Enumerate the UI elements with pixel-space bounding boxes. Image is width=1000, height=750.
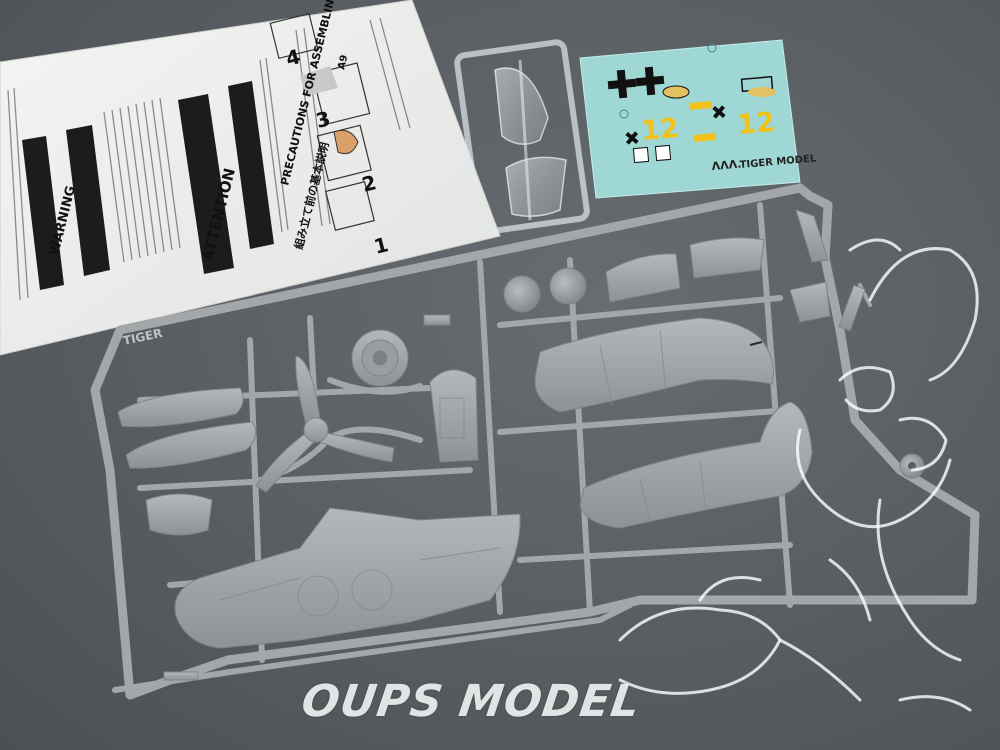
step-number: 2	[359, 170, 378, 197]
drop-tank	[125, 421, 257, 469]
watermark-text: OUPS MODEL	[298, 676, 644, 727]
step-number: 4	[283, 44, 302, 71]
small-part	[789, 281, 831, 323]
fuselage-half	[534, 317, 774, 413]
part-reference: A9	[336, 54, 350, 71]
small-part	[423, 314, 451, 326]
small-part	[163, 671, 199, 681]
svg-text:ΛΛΛ.: ΛΛΛ.	[711, 157, 742, 173]
wing-part	[174, 507, 521, 649]
step-number: 1	[371, 232, 390, 259]
wheel	[503, 275, 541, 313]
step-number: 3	[313, 106, 332, 133]
fuselage-half	[579, 401, 813, 529]
cockpit-tub	[429, 369, 479, 463]
wheel	[549, 267, 587, 305]
cowl-panel	[605, 253, 681, 303]
engine-part	[351, 329, 409, 387]
decal-number-12: 12	[736, 107, 776, 141]
decal-number-12: 12	[640, 113, 680, 147]
watermark-mascot	[618, 238, 979, 712]
instruction-manual: ATTENTION WARNING PRECAUTIONS FOR ASSEMB…	[0, 0, 501, 356]
plastic-parts	[117, 209, 925, 681]
drop-tank	[117, 387, 244, 428]
cowl-panel	[689, 237, 765, 279]
clear-sprue	[454, 39, 590, 235]
propeller	[255, 355, 395, 493]
small-part	[795, 209, 829, 263]
decal-sheet: 12 12 ΛΛΛ. TIGER MODEL	[579, 39, 817, 199]
small-part	[838, 284, 866, 332]
small-part	[145, 493, 213, 536]
